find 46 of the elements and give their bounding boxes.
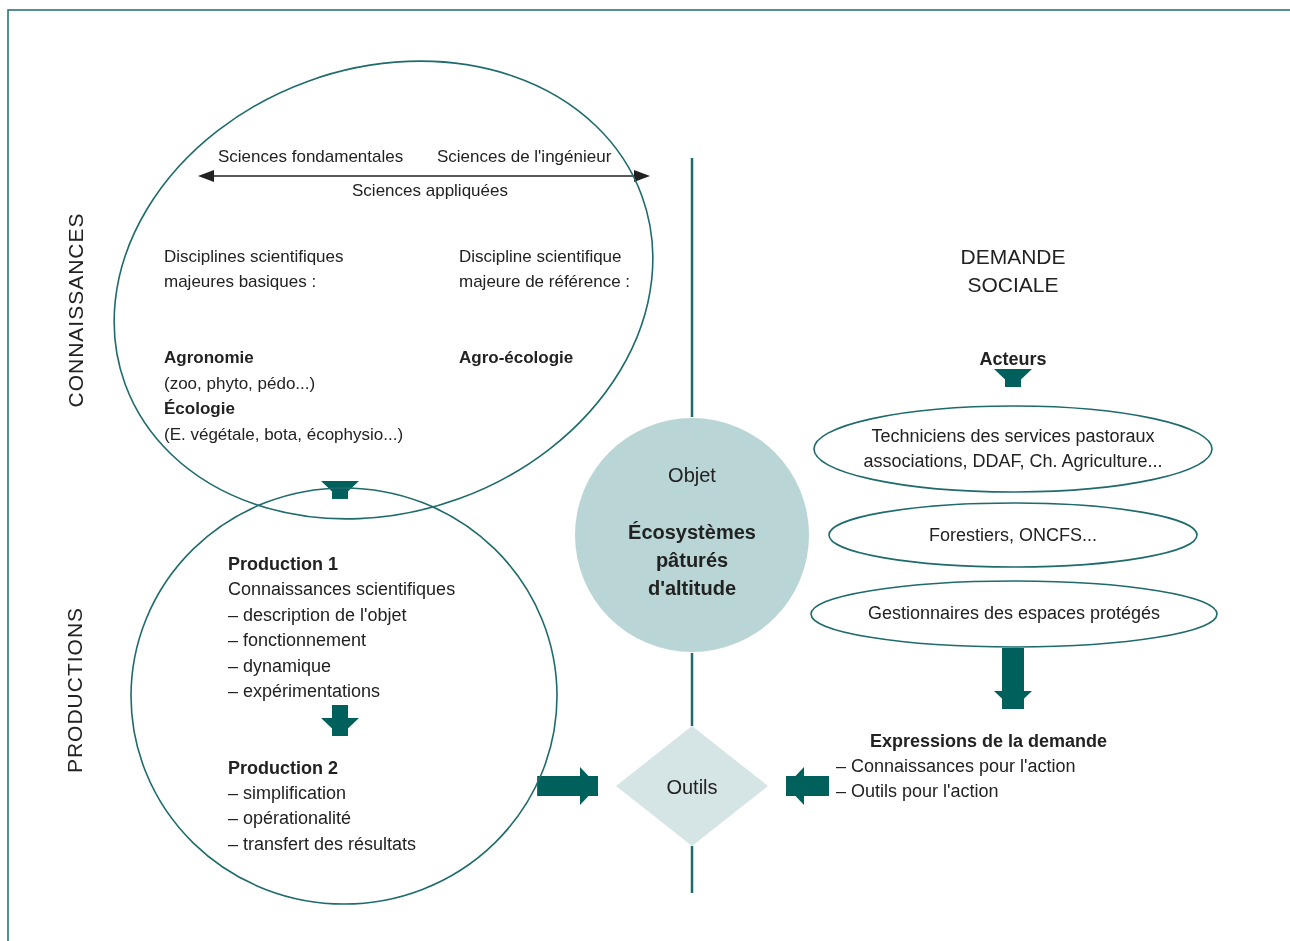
body-text: – Outils pour l'action [836,780,1000,803]
body-text: Techniciens des services pastoraux associations, DDAF, Ch. Agriculture... [862,425,1164,473]
heading-text: Agronomie [164,347,255,369]
heading-text: Acteurs [978,348,1048,371]
body-text: Objet [667,463,717,488]
body-text: (zoo, phyto, pédo...) [164,373,317,395]
productions-circle [130,487,558,905]
body-text: – description de l'objet [228,604,408,627]
side-heading: PRODUCTIONS [63,606,88,774]
body-text: Sciences appliquées [351,180,509,202]
body-text: – opérationalité [228,807,353,830]
heading-text: Agro-écologie [459,347,575,369]
body-text: – transfert des résultats [228,833,418,856]
block-arrow [786,767,829,805]
block-arrow [537,767,598,805]
section-heading: DEMANDE SOCIALE [959,244,1067,298]
tools-diamond [616,726,768,846]
body-text: – simplification [228,782,348,805]
heading-text: Écologie [164,398,236,420]
block-arrow [321,480,359,499]
body-text: Forestiers, ONCFS... [928,524,1098,547]
heading-text: Expressions de la demande [868,730,1109,753]
body-text: Discipline scientifique majeure de référence : [459,246,632,293]
block-arrow [994,648,1032,709]
actor-ellipse [810,580,1218,648]
block-arrow [994,369,1032,387]
body-text: Outils [665,775,719,800]
body-text: Gestionnaires des espaces protégés [866,602,1162,625]
body-text: – Connaissances pour l'action [836,755,1077,778]
body-text: Sciences de l'ingénieur [437,146,613,168]
heading-text: Production 1 [228,553,339,576]
body-text: – expérimentations [228,680,382,703]
body-text: Connaissances scientifiques [228,578,457,601]
knowledge-ellipse [115,60,652,520]
body-text: – dynamique [228,655,333,678]
body-text: Sciences fondamentales [218,146,405,168]
side-heading: CONNAISSANCES [63,212,87,408]
heading-text: Écosystèmes pâturés d'altitude [627,520,757,601]
object-circle [574,417,810,653]
body-text: Disciplines scientifiques majeures basiques : [164,246,345,293]
actor-ellipse [813,405,1213,493]
block-arrow [321,705,359,736]
heading-text: Production 2 [228,757,339,780]
actor-ellipse [828,502,1198,568]
body-text: (E. végétale, bota, écophysio...) [164,424,405,446]
body-text: – fonctionnement [228,629,368,652]
